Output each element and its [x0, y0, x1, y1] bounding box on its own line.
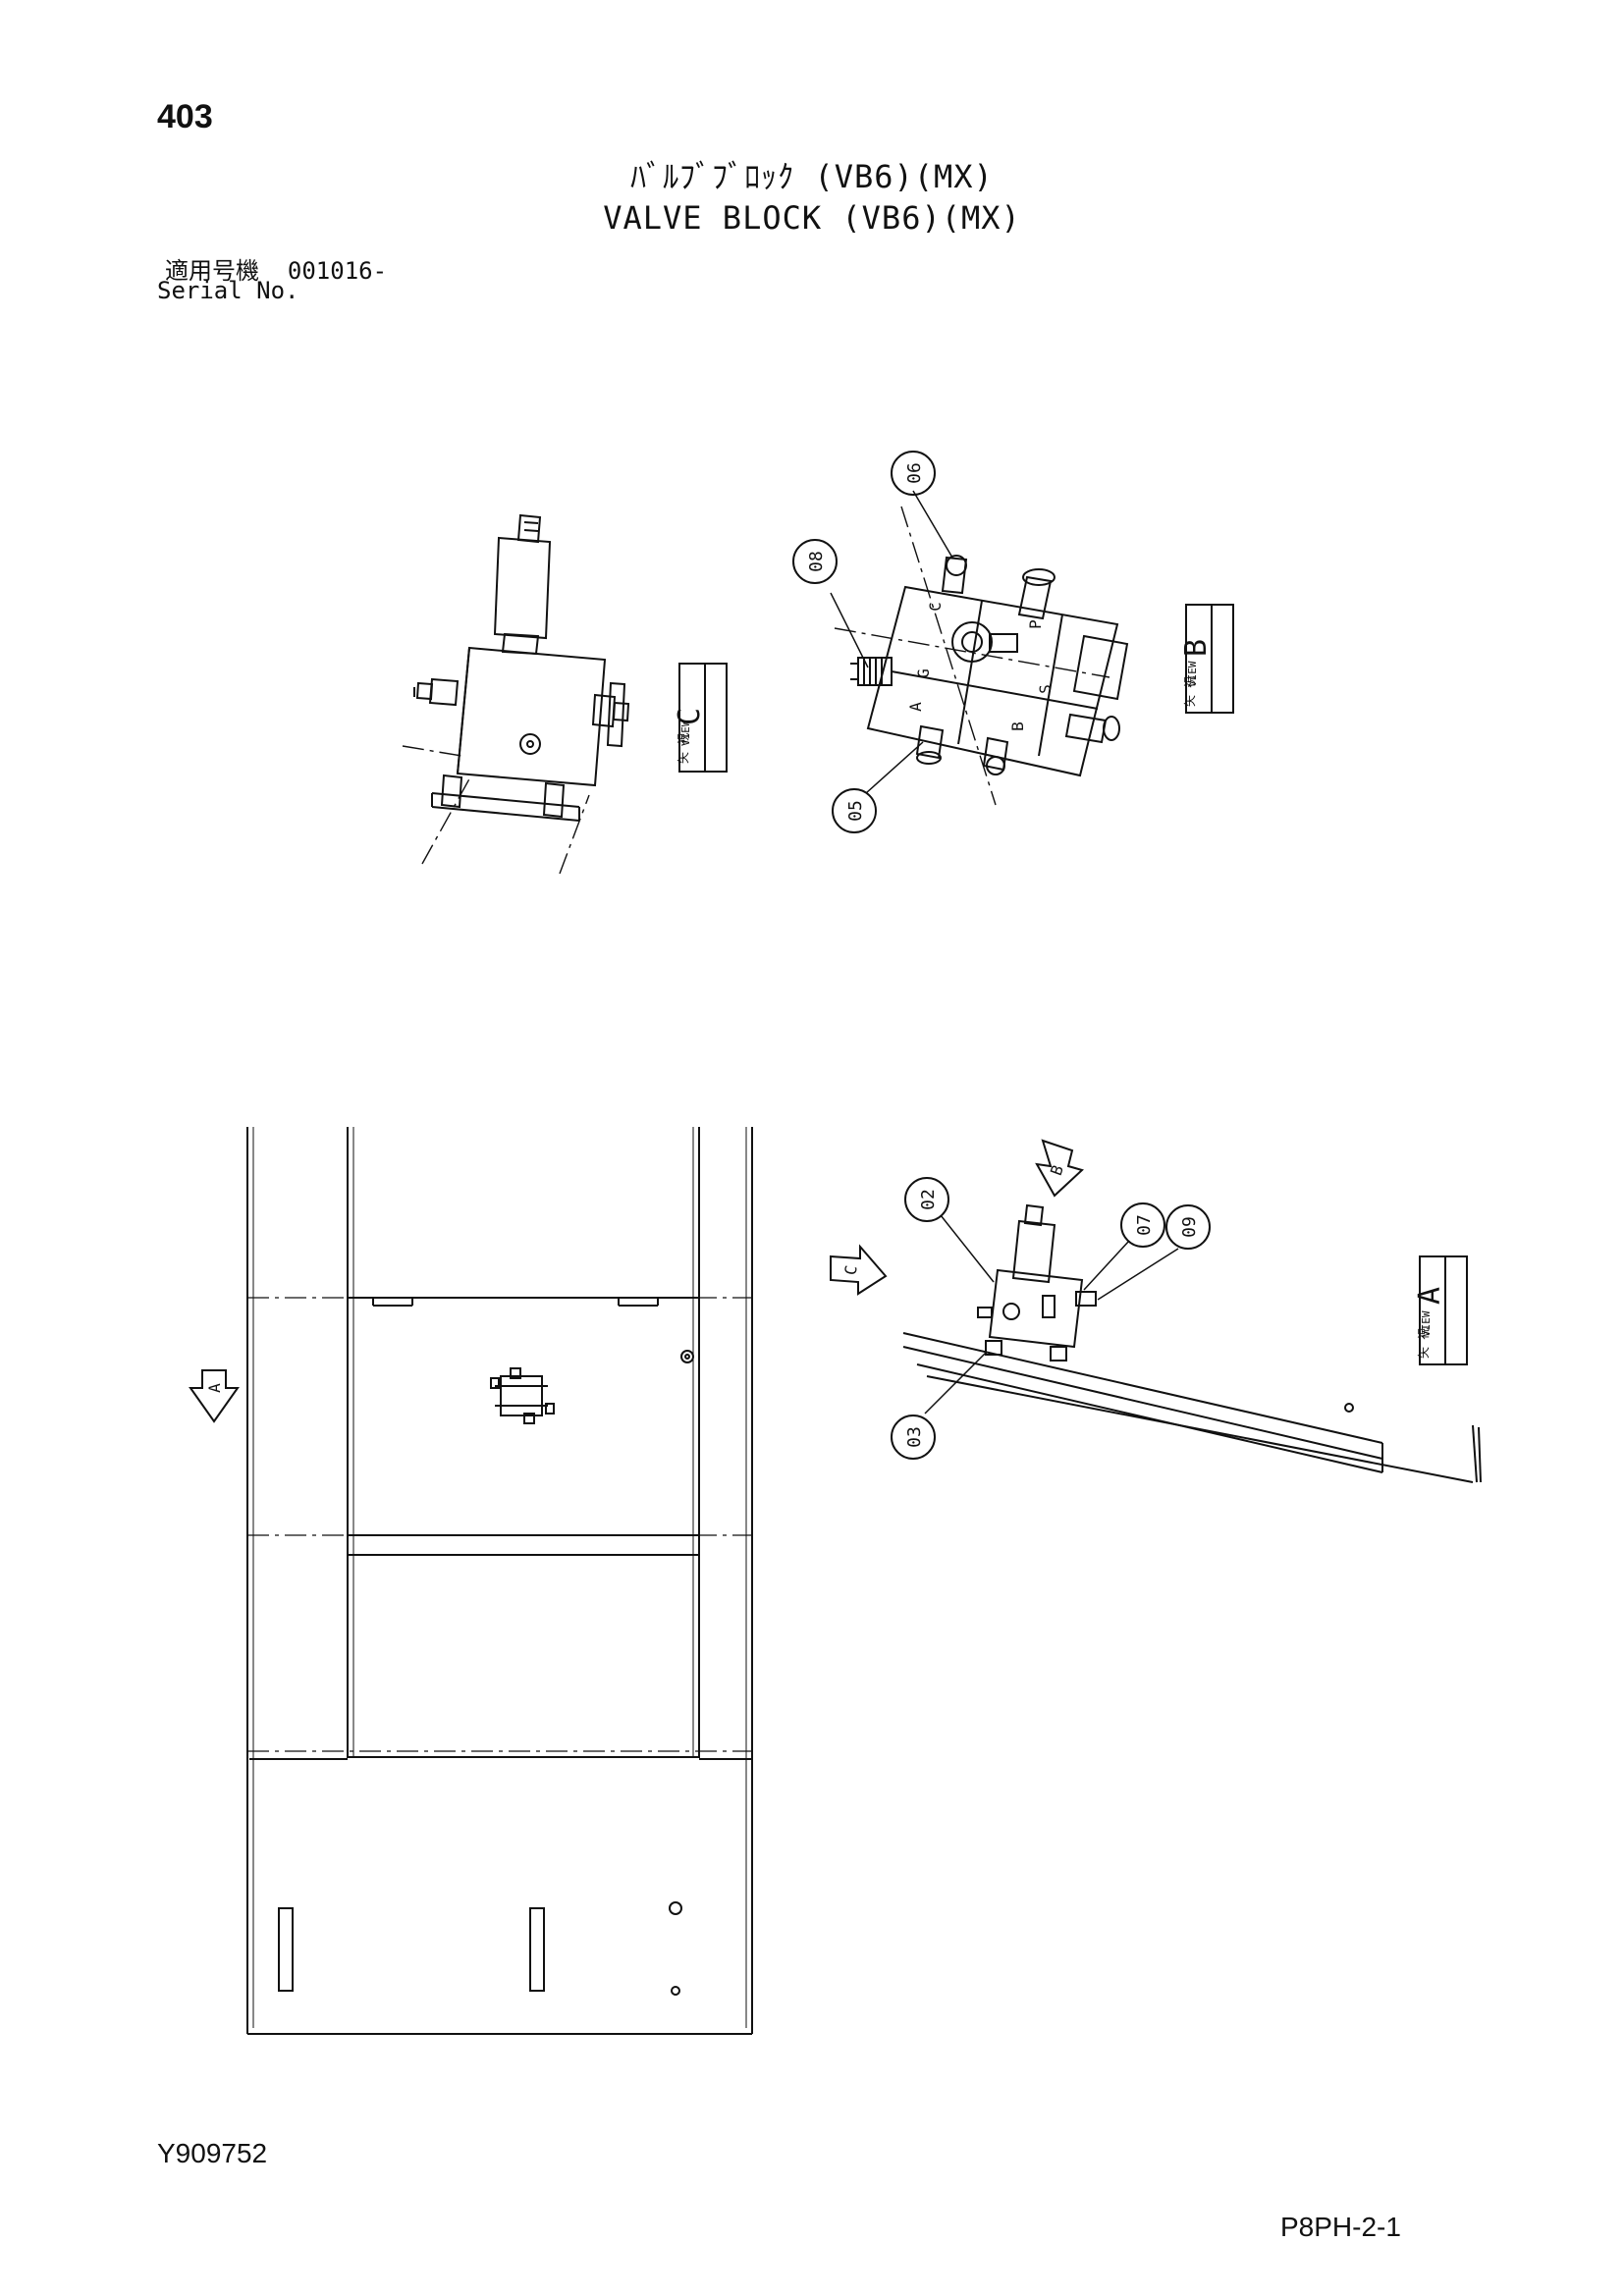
- sheet-code: P8PH-2-1: [1280, 2212, 1401, 2242]
- view-a-view-word: VIEW: [1420, 1310, 1433, 1337]
- serial-label-japanese: 適用号機: [165, 257, 259, 285]
- callout-02: 02: [918, 1189, 939, 1210]
- callout-08-label: 08: [806, 551, 827, 572]
- view-a-tag: [1419, 1255, 1468, 1365]
- serial-label-english: Serial No.: [157, 277, 299, 304]
- page-number: 403: [157, 98, 213, 135]
- view-c-view-word: VIEW: [679, 720, 692, 746]
- view-b-center-lines: [834, 506, 1110, 806]
- view-b-tag-sub: VIEW: [1186, 661, 1199, 687]
- port-b-label: B: [1008, 721, 1027, 731]
- port-c-label: C: [926, 602, 945, 612]
- view-b-tag-kanji: 矢 視: [1182, 676, 1197, 707]
- port-p-label: P: [1026, 619, 1045, 629]
- callout-06: 06: [904, 462, 925, 484]
- title-japanese: ﾊﾞﾙﾌﾞﾌﾞﾛｯｸ (VB6)(MX): [630, 158, 994, 195]
- arrow-b-letter: B: [1047, 1162, 1067, 1178]
- view-b-tag-text: B: [1179, 639, 1214, 657]
- port-a: A: [906, 702, 925, 712]
- view-b-letter: B: [1179, 639, 1214, 657]
- serial-line-japanese: 適用号機 001016-: [165, 251, 387, 286]
- port-p: P: [1026, 619, 1045, 629]
- side-view-arrows: [830, 1139, 1084, 1296]
- port-b: B: [1008, 721, 1027, 731]
- callout-03-label: 03: [904, 1426, 925, 1448]
- arrow-a-text: A: [205, 1383, 224, 1393]
- callout-06-label: 06: [904, 462, 925, 484]
- callout-02-label: 02: [918, 1189, 939, 1210]
- view-c-tag: [678, 663, 728, 773]
- port-c: C: [926, 602, 945, 612]
- title-english: VALVE BLOCK (VB6)(MX): [603, 199, 1021, 237]
- view-a-arrow: [189, 1369, 240, 1423]
- port-a-label: A: [906, 702, 925, 712]
- arrow-c-text: C: [840, 1264, 860, 1277]
- view-b-kanji: 矢 視: [1182, 676, 1197, 707]
- view-c-center-lines: [402, 745, 590, 875]
- port-s-label: S: [1036, 684, 1055, 694]
- view-a-tag-text: A: [1413, 1287, 1447, 1305]
- view-b-valve-assembly: [850, 555, 1129, 777]
- port-s: S: [1036, 684, 1055, 694]
- view-a-center-lines: [247, 1297, 752, 1752]
- view-a-frame: [246, 1127, 753, 2035]
- side-view-callout-circles: [891, 1177, 1211, 1460]
- port-g: G: [914, 668, 933, 678]
- side-view-frame: [902, 1332, 1482, 1483]
- port-g-label: G: [914, 668, 933, 678]
- view-a-letter: A: [1413, 1287, 1447, 1305]
- view-b-callout-circles: [792, 451, 936, 833]
- callout-05: 05: [845, 800, 866, 822]
- side-view-valve: [977, 1203, 1097, 1362]
- view-c-tag-text: C: [673, 708, 707, 725]
- view-c-letter: C: [673, 708, 707, 725]
- view-c-valve-assembly: [413, 513, 630, 822]
- view-b-view-word: VIEW: [1186, 661, 1199, 687]
- callout-08: 08: [806, 551, 827, 572]
- side-view-leaders: [924, 1214, 1179, 1415]
- serial-value: 001016-: [287, 257, 388, 285]
- arrow-b-text: B: [1047, 1162, 1067, 1178]
- view-b-tag: [1185, 604, 1234, 714]
- arrow-a-letter: A: [205, 1383, 224, 1393]
- view-c-tag-kanji: 矢 視: [676, 733, 690, 764]
- callout-07: 07: [1134, 1214, 1155, 1236]
- callout-09-label: 09: [1179, 1216, 1200, 1238]
- callout-03: 03: [904, 1426, 925, 1448]
- view-a-kanji: 矢 視: [1416, 1328, 1431, 1359]
- view-a-tag-kanji: 矢 視: [1416, 1328, 1431, 1359]
- callout-07-label: 07: [1134, 1214, 1155, 1236]
- view-c-tag-sub: VIEW: [679, 720, 692, 746]
- view-b-leaders: [830, 490, 953, 794]
- arrow-c-letter: C: [840, 1264, 860, 1277]
- view-c-kanji: 矢 視: [676, 733, 690, 764]
- view-a-tag-sub: VIEW: [1420, 1310, 1433, 1337]
- callout-09: 09: [1179, 1216, 1200, 1238]
- callout-05-label: 05: [845, 800, 866, 822]
- document-code: Y909752: [157, 2138, 268, 2168]
